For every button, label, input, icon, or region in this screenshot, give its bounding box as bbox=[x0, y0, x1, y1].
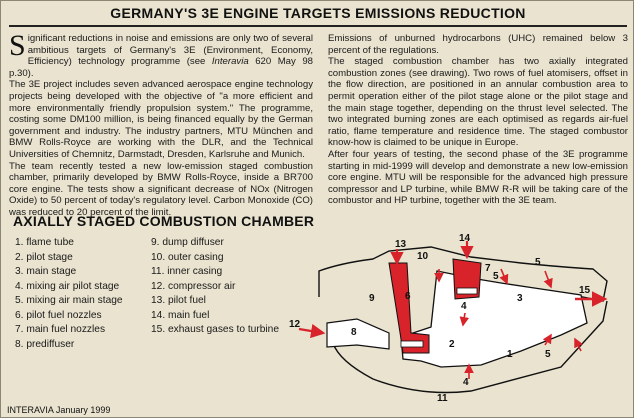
headline-rule bbox=[9, 25, 627, 27]
legend-item: 13. pilot fuel bbox=[151, 295, 206, 306]
inner-casing bbox=[332, 300, 608, 394]
paragraph-tests: The team recently tested a new low-emiss… bbox=[9, 160, 313, 218]
legend-item: 8. prediffuser bbox=[15, 338, 75, 350]
label-4: 4 bbox=[463, 377, 469, 388]
flame-tube bbox=[400, 270, 588, 368]
pilot-fuel-nozzle bbox=[388, 262, 430, 354]
legend-list-right: 9. dump diffuser 10. outer casing 11. in… bbox=[151, 236, 279, 338]
label-14: 14 bbox=[459, 233, 471, 244]
legend-item: 12. compressor air bbox=[151, 280, 236, 292]
drop-cap: S bbox=[9, 29, 26, 62]
legend-item: 5. mixing air main stage bbox=[15, 295, 123, 306]
legend-item: 2. pilot stage bbox=[15, 251, 73, 263]
label-5a: 5 bbox=[493, 271, 499, 282]
label-8: 8 bbox=[351, 327, 357, 338]
legend-item: 4. mixing air pilot stage bbox=[15, 280, 120, 292]
mixing-air-main-arrow bbox=[574, 337, 583, 352]
label-11: 11 bbox=[437, 393, 448, 404]
label-10: 10 bbox=[417, 251, 429, 262]
legend-item: 9. dump diffuser bbox=[151, 237, 224, 248]
legend-item: 7. main fuel nozzles bbox=[15, 324, 106, 335]
footer-credit: INTERAVIA January 1999 bbox=[7, 405, 111, 415]
legend-item: 6. pilot fuel nozzles bbox=[15, 309, 102, 321]
label-4b: 4 bbox=[461, 301, 467, 312]
paragraph-uhc: Emissions of unburned hydrocarbons (UHC)… bbox=[328, 33, 628, 56]
label-3: 3 bbox=[517, 293, 523, 304]
mixing-air-main-arrow bbox=[499, 268, 509, 285]
label-13: 13 bbox=[395, 239, 407, 250]
legend-item: 10. outer casing bbox=[151, 251, 224, 263]
legend-item: 1. flame tube bbox=[15, 237, 74, 248]
label-5b: 5 bbox=[535, 257, 541, 268]
compressor-air-arrow bbox=[298, 323, 326, 339]
legend-item: 3. main stage bbox=[15, 266, 77, 277]
label-15: 15 bbox=[579, 285, 591, 296]
diagram-title: AXIALLY STAGED COMBUSTION CHAMBER bbox=[13, 213, 315, 229]
label-5c: 5 bbox=[545, 349, 551, 360]
legend-item: 14. main fuel bbox=[151, 309, 210, 321]
mixing-air-main-arrow bbox=[542, 333, 552, 346]
label-2: 2 bbox=[449, 339, 455, 350]
mixing-air-main-arrow bbox=[543, 270, 553, 289]
label-7: 7 bbox=[485, 263, 491, 274]
paragraph-phase-two: After four years of testing, the second … bbox=[328, 148, 628, 207]
legend-item: 15. exhaust gases to turbine bbox=[151, 324, 279, 335]
legend-list-left: 1. flame tube 2. pilot stage 3. main sta… bbox=[15, 236, 123, 352]
label-12: 12 bbox=[289, 319, 301, 330]
paragraph-combustion: The staged combustion chamber has two ax… bbox=[328, 56, 628, 149]
label-6: 6 bbox=[405, 291, 411, 302]
headline: GERMANY'S 3E ENGINE TARGETS EMISSIONS RE… bbox=[110, 5, 526, 21]
prediffuser bbox=[326, 318, 390, 350]
label-1: 1 bbox=[507, 349, 513, 360]
legend-item: 11. inner casing bbox=[151, 266, 223, 277]
pilot-nozzle-tip bbox=[400, 340, 424, 348]
mixing-air-pilot-arrow bbox=[459, 312, 470, 327]
label-9: 9 bbox=[369, 293, 375, 304]
main-nozzle-tip bbox=[456, 287, 478, 295]
text-column-right: Emissions of unburned hydrocarbons (UHC)… bbox=[328, 33, 628, 207]
paragraph-project: The 3E project includes seven advanced a… bbox=[9, 79, 313, 160]
